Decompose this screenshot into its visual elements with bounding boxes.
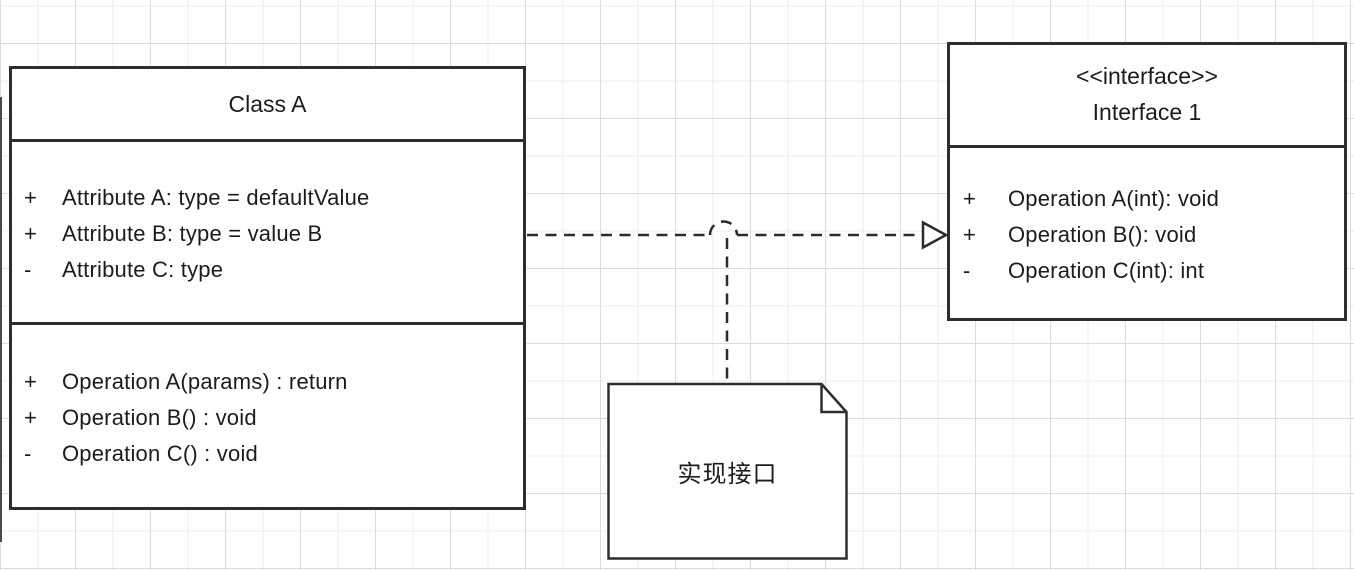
visibility-symbol: + bbox=[24, 221, 37, 246]
class-box-class-a[interactable]: Class A + Attribute A: type = defaultVal… bbox=[9, 66, 526, 510]
operation-text: Operation A(int): void bbox=[1008, 186, 1220, 211]
operation-text: Operation A(params) : return bbox=[62, 369, 348, 394]
hollow-triangle-arrowhead bbox=[921, 220, 949, 250]
attribute-row: + Attribute B: type = value B bbox=[12, 216, 523, 252]
operation-row: - Operation C() : void bbox=[12, 436, 523, 472]
operation-text: Operation C(int): int bbox=[1008, 258, 1205, 283]
visibility-symbol: - bbox=[24, 257, 32, 282]
note-shape[interactable] bbox=[607, 382, 848, 560]
note-text-label: 实现接口 bbox=[677, 461, 778, 488]
class-attributes-section: + Attribute A: type = defaultValue + Att… bbox=[12, 142, 523, 325]
visibility-symbol: + bbox=[963, 186, 976, 211]
operation-row: + Operation B() : void bbox=[12, 400, 523, 436]
class-operations-section: + Operation A(params) : return + Operati… bbox=[12, 325, 523, 507]
attribute-text: Attribute C: type bbox=[62, 257, 224, 282]
visibility-symbol: + bbox=[963, 222, 976, 247]
line-jump-arc bbox=[708, 220, 739, 236]
operation-text: Operation B() : void bbox=[62, 405, 257, 430]
operation-row: - Operation C(int): int bbox=[950, 253, 1344, 289]
attribute-text: Attribute A: type = defaultValue bbox=[62, 185, 370, 210]
attribute-row: - Attribute C: type bbox=[12, 252, 523, 288]
visibility-symbol: + bbox=[24, 369, 37, 394]
note-text[interactable]: 实现接口 bbox=[608, 383, 847, 560]
attribute-text: Attribute B: type = value B bbox=[62, 221, 323, 246]
visibility-symbol: - bbox=[24, 441, 32, 466]
class-title: Class A bbox=[12, 69, 523, 142]
interface-name-label: Interface 1 bbox=[1092, 99, 1202, 125]
operation-text: Operation C() : void bbox=[62, 441, 258, 466]
interface-operations-section: + Operation A(int): void + Operation B()… bbox=[950, 148, 1344, 318]
interface-box-interface-1[interactable]: <<interface>> Interface 1 + Operation A(… bbox=[947, 42, 1347, 321]
operation-text: Operation B(): void bbox=[1008, 222, 1197, 247]
interface-title: <<interface>> Interface 1 bbox=[950, 45, 1344, 148]
visibility-symbol: + bbox=[24, 185, 37, 210]
operation-row: + Operation B(): void bbox=[950, 217, 1344, 253]
visibility-symbol: - bbox=[963, 258, 971, 283]
operation-row: + Operation A(int): void bbox=[950, 181, 1344, 217]
class-name-label: Class A bbox=[228, 91, 307, 117]
attribute-row: + Attribute A: type = defaultValue bbox=[12, 180, 523, 216]
stereotype-label: <<interface>> bbox=[1076, 63, 1218, 89]
note-fold-corner bbox=[820, 384, 847, 414]
operation-row: + Operation A(params) : return bbox=[12, 364, 523, 400]
visibility-symbol: + bbox=[24, 405, 37, 430]
